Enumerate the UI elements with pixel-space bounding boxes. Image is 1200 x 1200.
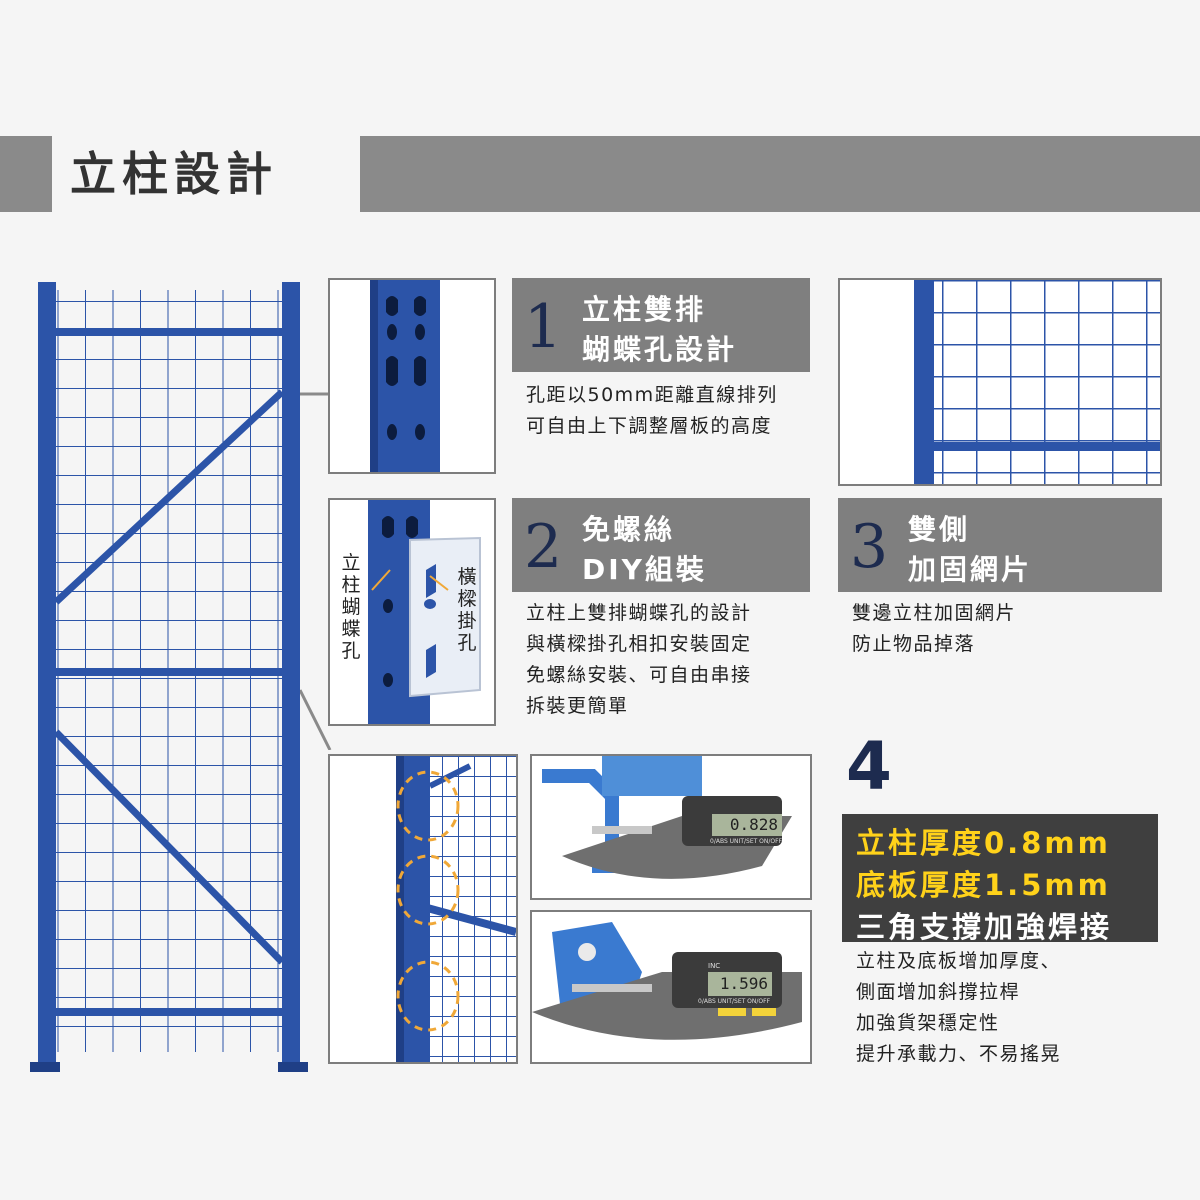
feature-4-description: 立柱及底板增加厚度、 側面增加斜撐拉桿 加強貨架穩定性 提升承載力、不易搖晃 — [856, 946, 1061, 1070]
header-bar — [360, 136, 1200, 212]
feature-1-title-line2: 蝴蝶孔設計 — [582, 333, 738, 366]
feature-4-desc-line: 側面增加斜撐拉桿 — [856, 981, 1021, 1003]
feature-4-highlight-line: 底板厚度1.5mm — [856, 868, 1111, 902]
micrometer-1-buttons: 0/ABS UNIT/SET ON/OFF — [710, 838, 783, 845]
feature-4-highlight-line: 立柱厚度0.8mm — [856, 826, 1111, 860]
feature-4-number: 4 — [846, 728, 892, 805]
callout-beam-holes: 橫樑掛孔 — [457, 566, 477, 654]
feature-1-desc-line: 孔距以50mm距離直線排列 — [526, 384, 778, 406]
header-accent-block — [0, 136, 52, 212]
feature-2-desc-line: 拆裝更簡單 — [526, 695, 629, 717]
feature-3-title-line1: 雙側 — [908, 513, 971, 546]
feature-1-desc-line: 可自由上下調整層板的高度 — [526, 415, 773, 437]
micrometer-photo-1: 0.828 0/ABS UNIT/SET ON/OFF — [530, 754, 812, 900]
feature-4-desc-line: 加強貨架穩定性 — [856, 1012, 1000, 1034]
feature-2-description: 立柱上雙排蝴蝶孔的設計 與橫樑掛孔相扣安裝固定 免螺絲安裝、可自由串接 拆裝更簡… — [526, 598, 752, 722]
feature-2-desc-line: 免螺絲安裝、可自由串接 — [526, 664, 752, 686]
feature-2-desc-line: 與橫樑掛孔相扣安裝固定 — [526, 633, 752, 655]
mesh-image — [914, 280, 1160, 484]
micrometer-2-buttons: 0/ABS UNIT/SET ON/OFF — [698, 998, 771, 1005]
connector-lines — [300, 392, 332, 750]
feature-2-title-line2: DIY組裝 — [582, 553, 707, 586]
feature-3-title-box: 3 雙側 加固網片 — [838, 498, 1162, 592]
feature-4-desc-line: 提升承載力、不易搖晃 — [856, 1043, 1062, 1065]
feature-3-number: 3 — [850, 512, 889, 582]
feature-1-description: 孔距以50mm距離直線排列 可自由上下調整層板的高度 — [526, 380, 778, 442]
beam-connector-photo — [328, 498, 496, 726]
feature-3-description: 雙邊立柱加固網片 防止物品掉落 — [852, 598, 1016, 660]
feature-4-desc-line: 立柱及底板增加厚度、 — [856, 950, 1062, 972]
feature-3-desc-line: 防止物品掉落 — [852, 633, 976, 655]
callout-post-holes: 立柱蝴蝶孔 — [341, 552, 361, 662]
feature-2-number: 2 — [524, 512, 563, 582]
feature-2-title-box: 2 免螺絲 DIY組裝 — [512, 498, 810, 592]
feature-2-desc-line: 立柱上雙排蝴蝶孔的設計 — [526, 602, 752, 624]
micrometer-2-tag: INC — [708, 962, 721, 970]
feature-3-desc-line: 雙邊立柱加固網片 — [852, 602, 1017, 624]
feature-4-highlight-box: 立柱厚度0.8mm 底板厚度1.5mm 三角支撐加強焊接 — [842, 814, 1158, 944]
micrometer-photo-2: 1.596 INC 0/ABS UNIT/SET ON/OFF — [530, 910, 812, 1064]
feature-1-title-box: 1 立柱雙排 蝴蝶孔設計 — [512, 278, 810, 372]
feature-3-title-line2: 加固網片 — [908, 553, 1033, 586]
page-title: 立柱設計 — [70, 147, 278, 201]
post-closeup-photo — [328, 278, 496, 474]
feature-1-title-line1: 立柱雙排 — [582, 293, 707, 326]
post-holes-image — [370, 280, 440, 472]
micrometer-2-reading: 1.596 — [708, 972, 772, 996]
feature-1-number: 1 — [524, 292, 563, 362]
weld-closeup-photo — [328, 754, 518, 1064]
shelf-frame-illustration — [30, 282, 308, 1072]
weld-image — [396, 756, 516, 1062]
mesh-closeup-photo — [838, 278, 1162, 486]
connector-image — [368, 500, 481, 724]
feature-2-title-line1: 免螺絲 — [582, 513, 676, 546]
micrometer-1-reading: 0.828 — [712, 814, 782, 836]
feature-4-highlight-line: 三角支撐加強焊接 — [856, 910, 1113, 944]
